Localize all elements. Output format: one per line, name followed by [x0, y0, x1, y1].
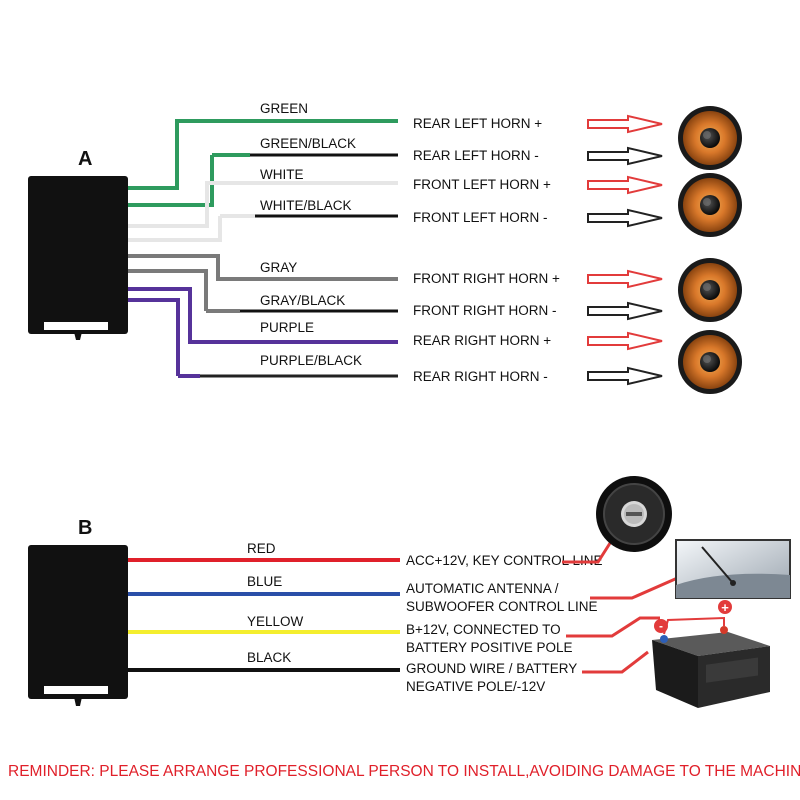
speaker-icon [678, 330, 742, 394]
wire-labels-b: RED BLUE YELLOW BLACK [247, 541, 304, 665]
device-leads [562, 539, 683, 674]
battery-minus-sign: - [659, 619, 663, 633]
wire-labels-a: GREEN GREEN/BLACK WHITE WHITE/BLACK GRAY… [260, 101, 362, 368]
negative-arrow-icon [587, 366, 663, 386]
wire-white [128, 181, 398, 228]
wire-white-black-stripe [128, 216, 222, 242]
destination-label: FRONT LEFT HORN - [413, 210, 548, 225]
wires-b [128, 558, 400, 672]
destination-label: REAR LEFT HORN - [413, 148, 539, 163]
wire-label: GRAY [260, 260, 297, 275]
wire-label: PURPLE/BLACK [260, 353, 362, 368]
destination-label: B+12V, CONNECTED TO [406, 622, 561, 637]
destination-label: NEGATIVE POLE/-12V [406, 679, 545, 694]
destination-labels-a: REAR LEFT HORN + REAR LEFT HORN - FRONT … [413, 116, 560, 384]
positive-arrow-icon [587, 114, 663, 134]
destination-label: REAR RIGHT HORN + [413, 333, 551, 348]
wire-label: WHITE/BLACK [260, 198, 352, 213]
wire-label: GRAY/BLACK [260, 293, 345, 308]
negative-arrow-icon [587, 146, 663, 166]
positive-arrow-icon [587, 331, 663, 351]
wire-purple-black-stripe [128, 298, 180, 376]
antenna-icon [675, 539, 791, 599]
speakers [678, 106, 742, 394]
speaker-icon [678, 106, 742, 170]
wire-green [128, 119, 398, 190]
destination-label: GROUND WIRE / BATTERY [406, 661, 577, 676]
wires-a [128, 119, 398, 378]
wire-label: GREEN/BLACK [260, 136, 356, 151]
destination-label: ACC+12V, KEY CONTROL LINE [406, 553, 602, 568]
destination-label: BATTERY POSITIVE POLE [406, 640, 573, 655]
destination-label: AUTOMATIC ANTENNA / [406, 581, 559, 596]
speaker-icon [678, 258, 742, 322]
positive-arrow-icon [587, 269, 663, 289]
ignition-switch-icon [596, 476, 672, 552]
negative-arrow-icon [587, 208, 663, 228]
reminder-text: REMINDER: PLEASE ARRANGE PROFESSIONAL PE… [8, 763, 800, 780]
wire-label: RED [247, 541, 276, 556]
wire-label: GREEN [260, 101, 308, 116]
wire-label: BLUE [247, 574, 282, 589]
positive-arrow-icon [587, 175, 663, 195]
destination-labels-b: ACC+12V, KEY CONTROL LINE AUTOMATIC ANTE… [406, 553, 602, 694]
destination-label: FRONT RIGHT HORN - [413, 303, 557, 318]
section-b-letter: B [78, 517, 92, 539]
wire-gray [128, 254, 398, 281]
wire-label: BLACK [247, 650, 291, 665]
battery-icon: - + [652, 600, 770, 708]
destination-label: REAR LEFT HORN + [413, 116, 542, 131]
section-a-letter: A [78, 148, 92, 170]
wire-purple [128, 287, 398, 344]
destination-label: FRONT RIGHT HORN + [413, 271, 560, 286]
battery-plus-sign: + [721, 600, 729, 615]
negative-arrow-icon [587, 301, 663, 321]
arrows-a [587, 114, 663, 386]
destination-label: SUBWOOFER CONTROL LINE [406, 599, 598, 614]
wire-green-black-stripe [128, 155, 214, 207]
destination-label: REAR RIGHT HORN - [413, 369, 548, 384]
wire-label: YELLOW [247, 614, 304, 629]
connector-a [28, 176, 128, 340]
wire-gray-black-stripe [128, 269, 208, 311]
wire-label: WHITE [260, 167, 304, 182]
speaker-icon [678, 173, 742, 237]
destination-label: FRONT LEFT HORN + [413, 177, 551, 192]
wire-label: PURPLE [260, 320, 314, 335]
connector-b [28, 545, 128, 706]
